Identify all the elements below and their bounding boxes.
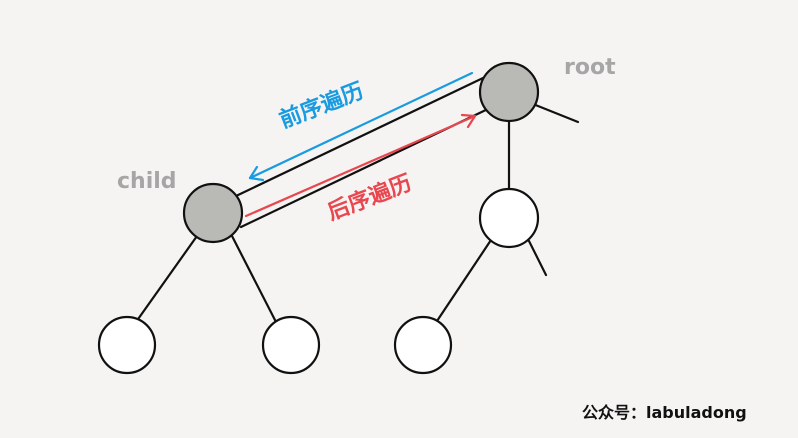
right-child-node — [478, 187, 540, 249]
edge-child-rightleaf — [230, 234, 278, 324]
edge-root-child-upper — [234, 76, 485, 198]
root-label: root — [564, 55, 616, 80]
child-label: child — [117, 169, 177, 194]
postorder-arrow — [244, 113, 477, 218]
preorder-arrow-head — [248, 165, 265, 182]
child-node — [182, 182, 244, 244]
edge-child-leftleaf — [134, 234, 199, 324]
traversal-arrows — [244, 71, 477, 218]
right-grandchild-node — [393, 315, 453, 375]
tree-nodes — [97, 61, 540, 375]
postorder-arrow-shaft — [244, 114, 477, 218]
middle-leaf-node — [261, 315, 321, 375]
postorder-label: 后序遍历 — [324, 170, 415, 226]
preorder-arrow — [248, 71, 474, 182]
postorder-arrow-head — [460, 113, 477, 129]
edge-rightchild-grandchild — [435, 238, 493, 323]
edge-root-right-stub — [531, 102, 580, 124]
preorder-label: 前序遍历 — [276, 78, 367, 134]
left-leaf-node — [97, 315, 157, 375]
preorder-arrow-shaft — [248, 71, 474, 180]
edge-rightchild-stub — [527, 239, 548, 277]
watermark: 公众号：labuladong — [582, 403, 747, 422]
root-node — [478, 61, 540, 123]
